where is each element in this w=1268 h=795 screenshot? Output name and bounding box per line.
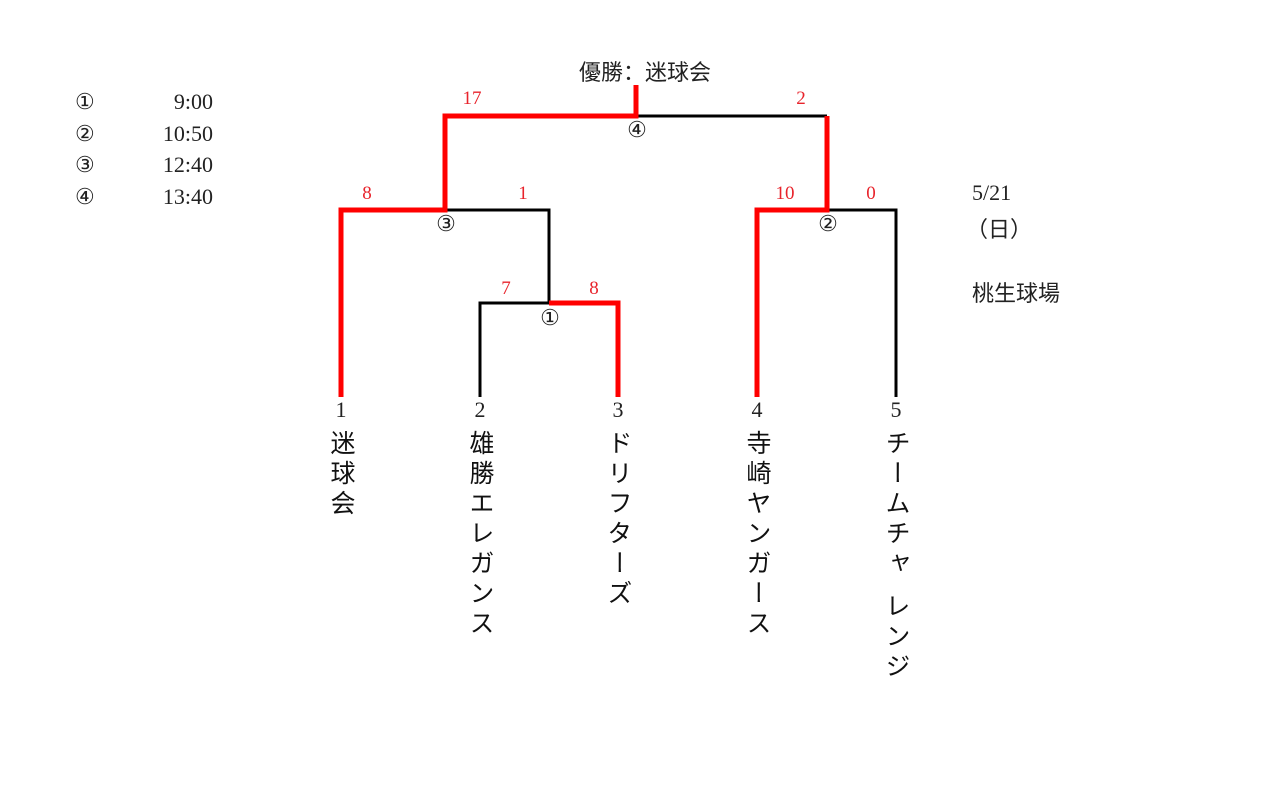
- schedule-row: ② 10:50: [75, 118, 213, 150]
- line-m1-up: [445, 208, 551, 303]
- score-m4-left: 17: [462, 88, 482, 109]
- match-label: ②: [75, 120, 95, 146]
- team-name: 寺崎ヤンガース: [743, 430, 772, 640]
- match-time: 9:00: [173, 89, 213, 114]
- line-team1-win: [338, 85, 639, 397]
- match-label: ③: [75, 152, 95, 177]
- score-m3-right: 1: [518, 183, 528, 204]
- match-time: 10:50: [162, 120, 213, 146]
- score-m4-right: 2: [796, 88, 806, 109]
- schedule-row: ① 9:00: [75, 86, 213, 118]
- score-m3-left: 8: [362, 183, 372, 204]
- team-name: ドリフターズ: [604, 430, 633, 610]
- line-team5: [827, 208, 898, 397]
- match-label: ①: [75, 89, 95, 114]
- team-name: 雄勝エレガンス: [466, 430, 495, 640]
- date: 5/21: [972, 180, 1012, 205]
- team-number: 5: [890, 397, 902, 422]
- team-number: 2: [474, 397, 486, 422]
- champion-title: 優勝：迷球会: [578, 60, 711, 85]
- line-team4-win: [754, 116, 830, 397]
- match-2-label: ②: [818, 211, 838, 236]
- match-time: 12:40: [162, 152, 213, 177]
- schedule-row: ③ 12:40: [75, 149, 213, 181]
- line-team3-win: [549, 300, 621, 397]
- venue: 桃生球場: [972, 281, 1061, 306]
- team-name: 迷球会: [327, 430, 356, 520]
- match-label: ④: [75, 183, 95, 209]
- match-1-label: ①: [540, 305, 560, 330]
- match-time: 13:40: [162, 183, 213, 209]
- day-of-week: （日）: [966, 217, 1033, 242]
- match-3-label: ③: [436, 211, 456, 236]
- score-m2-left: 10: [775, 183, 795, 204]
- team-number: 4: [751, 397, 763, 422]
- score-m1-right: 8: [589, 278, 599, 299]
- team-number: 3: [612, 397, 624, 422]
- schedule-row: ④ 13:40: [75, 181, 213, 213]
- team-name: チームチャ レンジ: [882, 430, 911, 683]
- score-m1-left: 7: [501, 278, 511, 299]
- match-4-label: ④: [627, 117, 647, 142]
- line-team2: [478, 301, 549, 397]
- schedule-legend: ① 9:00 ② 10:50 ③ 12:40 ④ 13:40: [75, 86, 213, 212]
- team-number: 1: [335, 397, 347, 422]
- score-m2-right: 0: [866, 183, 876, 204]
